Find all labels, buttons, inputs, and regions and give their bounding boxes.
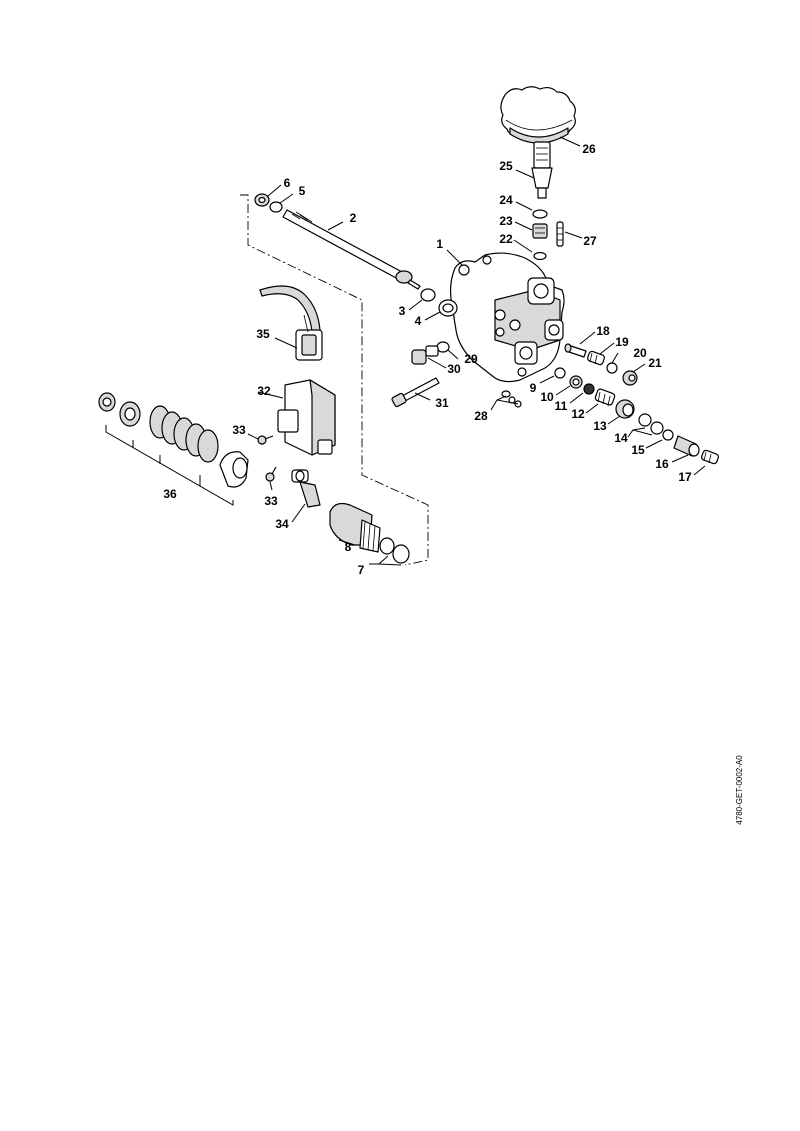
label-part-20: 20	[633, 346, 647, 360]
label-part-3: 3	[399, 304, 406, 318]
part-o-ring-9	[554, 367, 566, 379]
part-valve-seat-10	[569, 375, 583, 389]
part-spring-assembly-36	[98, 392, 249, 488]
label-part-11: 11	[555, 399, 568, 413]
part-long-rod	[282, 209, 421, 290]
part-spring-12	[594, 388, 616, 407]
part-spring-19	[587, 350, 605, 366]
part-o-ring-15	[662, 429, 674, 441]
part-o-ring-3	[420, 288, 436, 302]
part-coupling-8	[329, 502, 381, 553]
part-spring-17	[701, 449, 719, 465]
label-part-29: 29	[464, 352, 478, 366]
label-part-26: 26	[582, 142, 596, 156]
label-part-36: 36	[163, 487, 177, 501]
label-part-13: 13	[593, 419, 607, 433]
part-plug-30	[411, 345, 439, 365]
leader-lines	[105, 136, 706, 566]
part-o-ring-14a	[638, 413, 652, 427]
label-part-14: 14	[614, 431, 628, 445]
label-part-5: 5	[299, 184, 306, 198]
label-part-35: 35	[256, 327, 270, 341]
part-adapter-16	[673, 435, 700, 457]
part-o-ring-7a	[379, 537, 395, 555]
part-bolt-31	[391, 377, 440, 408]
part-o-ring-14b	[650, 421, 664, 435]
part-o-ring-24	[532, 209, 548, 219]
label-part-30: 30	[447, 362, 461, 376]
label-part-33a: 33	[232, 423, 246, 437]
part-valve-set-28	[501, 390, 522, 408]
part-washer-6	[254, 193, 270, 207]
part-valve-cap-13	[615, 399, 635, 419]
part-o-ring-22	[533, 251, 547, 261]
label-part-21: 21	[648, 356, 662, 370]
label-part-2: 2	[350, 211, 357, 225]
part-pin-18	[564, 343, 587, 358]
part-number-labels: 1 2 3 4 5 6 7 8 9 10 11 12 13 14 15 16 1…	[163, 142, 692, 577]
label-part-4: 4	[415, 314, 422, 328]
label-part-33b: 33	[264, 494, 278, 508]
part-o-ring-5	[269, 201, 283, 213]
part-spring-27	[556, 221, 564, 247]
label-part-7: 7	[358, 563, 365, 577]
label-part-31: 31	[435, 396, 449, 410]
label-part-1: 1	[436, 237, 443, 251]
label-part-8: 8	[345, 540, 352, 554]
part-screw-33b	[265, 466, 277, 482]
label-part-19: 19	[615, 335, 629, 349]
label-part-24: 24	[499, 193, 513, 207]
label-part-28: 28	[474, 409, 488, 423]
label-part-27: 27	[583, 234, 597, 248]
document-reference: 4780-GET-0002-A0	[735, 755, 744, 825]
part-knob	[500, 86, 576, 144]
part-cap-21	[622, 370, 638, 386]
part-spindle	[531, 141, 553, 199]
coil-spring	[149, 405, 219, 463]
part-ball-11	[583, 383, 595, 395]
part-o-ring-7b	[392, 544, 410, 564]
part-o-ring-29	[436, 341, 450, 353]
label-part-6: 6	[284, 176, 291, 190]
label-part-17: 17	[678, 470, 692, 484]
label-part-16: 16	[655, 457, 669, 471]
label-part-9: 9	[530, 381, 537, 395]
label-part-34: 34	[275, 517, 289, 531]
part-o-ring-20	[606, 362, 618, 374]
label-part-15: 15	[631, 443, 645, 457]
label-part-32: 32	[257, 384, 271, 398]
part-switch-lever-35	[259, 285, 323, 361]
label-part-10: 10	[540, 390, 554, 404]
part-seal-4	[438, 299, 458, 317]
label-part-25: 25	[499, 159, 513, 173]
part-nut-23	[532, 223, 548, 239]
part-switch-housing-32	[277, 379, 336, 456]
part-pump-housing	[449, 252, 565, 383]
label-part-22: 22	[499, 232, 513, 246]
label-part-12: 12	[571, 407, 585, 421]
part-bracket-34	[291, 469, 321, 508]
part-screw-33a	[257, 435, 274, 445]
assembly-guide-lines	[240, 194, 429, 566]
label-part-23: 23	[499, 214, 513, 228]
label-part-18: 18	[596, 324, 610, 338]
